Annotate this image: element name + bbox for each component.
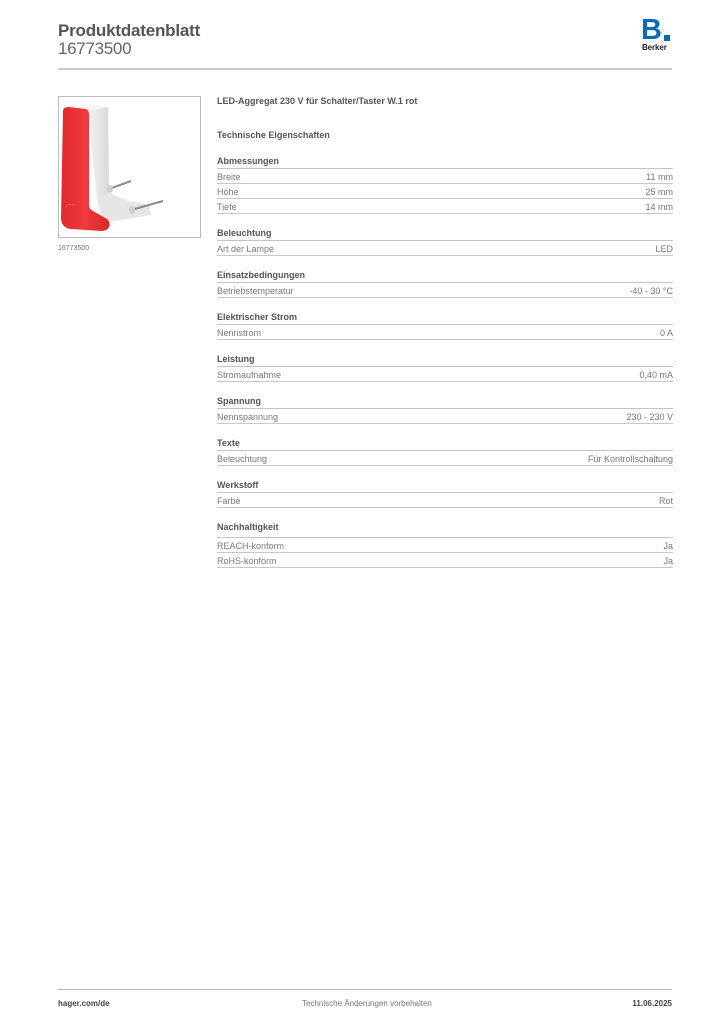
row-value: 0,40 mA	[639, 369, 673, 380]
footer-divider	[58, 989, 672, 990]
row-value: -40 - 30 °C	[629, 285, 673, 296]
row-label: Nennspannung	[217, 411, 279, 422]
row-label: REACH-konform	[217, 540, 285, 551]
row-value: Für Kontrollschaltung	[587, 453, 673, 464]
spec-group-spannung: Spannung Nennspannung 230 - 230 V	[217, 396, 673, 424]
spec-content: LED-Aggregat 230 V für Schalter/Taster W…	[217, 96, 673, 568]
table-row: REACH-konform Ja	[217, 538, 673, 553]
berker-logo: B Berker	[641, 14, 673, 53]
spec-group-abmessungen: Abmessungen Breite 11 mm Höhe 25 mm Tief…	[217, 156, 673, 214]
table-row: Breite 11 mm	[217, 169, 673, 184]
led-unit-illustration-icon	[61, 105, 164, 231]
spec-group-leistung: Leistung Stromaufnahme 0,40 mA	[217, 354, 673, 382]
row-label: RoHS-konform	[217, 555, 277, 566]
row-value: 25 mm	[645, 186, 673, 197]
row-value: 0 A	[659, 327, 673, 338]
group-title: Einsatzbedingungen	[217, 270, 673, 283]
spec-group-beleuchtung: Beleuchtung Art der Lampe LED	[217, 228, 673, 256]
group-title: Abmessungen	[217, 156, 673, 169]
row-value: 14 mm	[645, 201, 673, 212]
product-image	[58, 96, 201, 238]
row-label: Höhe	[217, 186, 239, 197]
row-label: Tiefe	[217, 201, 237, 212]
group-title: Elektrischer Strom	[217, 312, 673, 325]
table-row: Nennstrom 0 A	[217, 325, 673, 340]
group-title: Beleuchtung	[217, 228, 673, 241]
row-label: Nennstrom	[217, 327, 262, 338]
spec-group-elektrischer-strom: Elektrischer Strom Nennstrom 0 A	[217, 312, 673, 340]
row-value: 230 - 230 V	[626, 411, 673, 422]
group-title: Leistung	[217, 354, 673, 367]
section-title: Technische Eigenschaften	[217, 130, 330, 140]
image-caption: 16773500	[58, 245, 90, 252]
logo-wordmark: Berker	[642, 43, 667, 52]
table-row: Tiefe 14 mm	[217, 199, 673, 214]
spec-group-werkstoff: Werkstoff Farbe Rot	[217, 480, 673, 508]
row-label: Betriebstemperatur	[217, 285, 294, 296]
table-row: Beleuchtung Für Kontrollschaltung	[217, 451, 673, 466]
table-row: Betriebstemperatur -40 - 30 °C	[217, 283, 673, 298]
footer-website-link[interactable]: hager.com/de	[58, 999, 110, 1008]
logo-dot-icon	[664, 35, 670, 41]
row-value: Rot	[658, 495, 673, 506]
article-number: 16773500	[58, 39, 132, 58]
group-title: Nachhaltigkeit	[217, 522, 673, 538]
table-row: Nennspannung 230 - 230 V	[217, 409, 673, 424]
row-value: Ja	[663, 540, 673, 551]
table-row: Stromaufnahme 0,40 mA	[217, 367, 673, 382]
row-value: Ja	[663, 555, 673, 566]
row-label: Breite	[217, 171, 241, 182]
row-label: Farbe	[217, 495, 241, 506]
row-label: Beleuchtung	[217, 453, 268, 464]
table-row: Art der Lampe LED	[217, 241, 673, 256]
spec-group-einsatzbedingungen: Einsatzbedingungen Betriebstemperatur -4…	[217, 270, 673, 298]
group-title: Werkstoff	[217, 480, 673, 493]
footer-date: 11.06.2025	[632, 999, 672, 1008]
table-row: RoHS-konform Ja	[217, 553, 673, 568]
table-row: Höhe 25 mm	[217, 184, 673, 199]
group-title: Texte	[217, 438, 673, 451]
row-value: LED	[655, 243, 673, 254]
product-name: LED-Aggregat 230 V für Schalter/Taster W…	[217, 96, 418, 106]
spec-group-texte: Texte Beleuchtung Für Kontrollschaltung	[217, 438, 673, 466]
row-value: 11 mm	[646, 171, 673, 182]
spec-group-nachhaltigkeit: Nachhaltigkeit REACH-konform Ja RoHS-kon…	[217, 522, 673, 568]
logo-mark: B	[641, 14, 662, 46]
row-label: Stromaufnahme	[217, 369, 282, 380]
header-divider	[58, 68, 672, 70]
row-label: Art der Lampe	[217, 243, 275, 254]
page-title: Produktdatenblatt	[58, 21, 201, 40]
footer-disclaimer: Technische Änderungen vorbehalten	[302, 999, 432, 1008]
table-row: Farbe Rot	[217, 493, 673, 508]
group-title: Spannung	[217, 396, 673, 409]
